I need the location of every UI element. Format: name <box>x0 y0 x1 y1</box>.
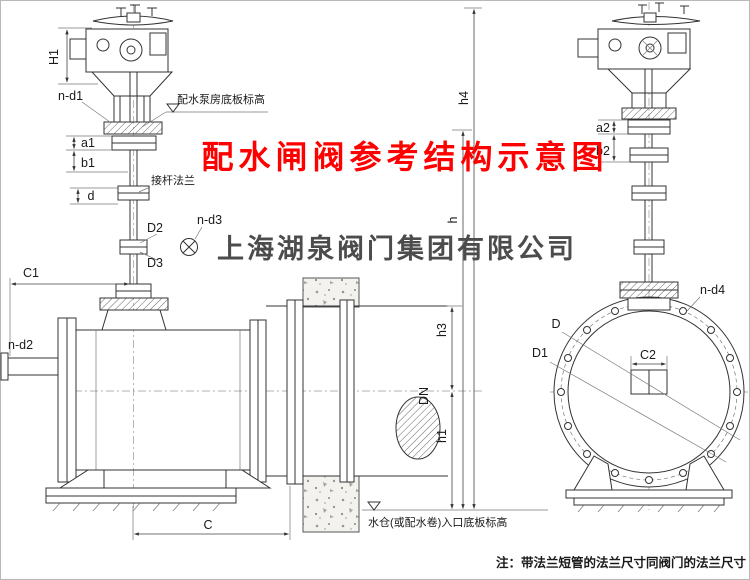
dim-h1-label: h1 <box>435 429 449 443</box>
right-stem-assembly <box>619 119 679 299</box>
dim-a1-label: a1 <box>81 136 95 150</box>
dim-h4-label: h4 <box>457 91 471 105</box>
inlet-flange <box>57 317 68 483</box>
pump-floor-marker <box>141 103 268 128</box>
leader-nd4 <box>686 296 701 312</box>
leader-rod-flange <box>138 186 151 193</box>
pump-floor-label: 配水泵房底板标高 <box>177 92 265 106</box>
page-title: 配水闸阀参考结构示意图 <box>201 139 608 175</box>
dim-nd4-label: n-d4 <box>700 283 725 297</box>
bonnet-boss <box>627 297 671 311</box>
floor-plate <box>621 107 677 120</box>
dim-d-label: d <box>88 189 95 203</box>
bolt-holes <box>557 300 741 484</box>
dim-a2-label: a2 <box>596 121 610 135</box>
dim-nd2-label: n-d2 <box>8 338 33 352</box>
right-actuator <box>577 2 701 120</box>
dim-D-label: D <box>551 317 560 331</box>
body-shell <box>76 329 250 471</box>
company-watermark: 上海湖泉阀门集团有限公司 <box>217 233 577 264</box>
leader-nd1 <box>81 101 111 123</box>
stem <box>129 150 138 286</box>
yoke <box>90 71 174 97</box>
dimension-lines <box>9 7 701 540</box>
dim-C2-label: C2 <box>640 348 656 362</box>
left-base-support <box>45 469 272 512</box>
stub-pipe <box>8 357 58 376</box>
leader-D3 <box>139 251 158 261</box>
dim-h3-label: h3 <box>435 323 449 337</box>
ground-hatch <box>52 502 221 512</box>
leader-D <box>561 331 741 441</box>
dim-D2-label: D2 <box>147 221 163 235</box>
top-bolts <box>638 2 689 14</box>
wall-section <box>302 277 360 533</box>
gate-disc-section <box>395 396 441 460</box>
wall-face-flange <box>286 299 296 485</box>
left-actuator <box>69 4 174 135</box>
top-bolts <box>116 4 157 16</box>
dim-D1-label: D1 <box>532 346 548 360</box>
bonnet-plate <box>99 297 169 311</box>
base-plate <box>45 487 237 497</box>
dim-H1-label: H1 <box>47 49 61 65</box>
yoke <box>606 68 692 94</box>
dim-nd3-label: n-d3 <box>197 213 222 227</box>
left-stem-assembly <box>111 135 198 299</box>
floor-plate <box>103 121 163 135</box>
stem-flange <box>111 135 157 144</box>
stem-flange-label: 接杆法兰 <box>151 173 195 187</box>
left-valve-body <box>0 297 267 483</box>
inlet-floor-label: 水仓(或配水卷)入口底板标高 <box>368 515 507 529</box>
leader-D1 <box>549 361 727 463</box>
pipe-section <box>266 299 448 485</box>
bonnet-neck <box>101 309 167 331</box>
annotations: 配水泵房底板标高 接杆法兰 水仓(或配水卷)入口底板标高 <box>151 92 507 529</box>
right-base-support <box>565 455 733 513</box>
dim-h-label: h <box>446 216 460 223</box>
dim-b1-label: b1 <box>81 156 95 170</box>
dim-C1-label: C1 <box>23 266 39 280</box>
dim-nd1-label: n-d1 <box>58 89 83 103</box>
dim-DN-label: DN <box>417 387 431 405</box>
outlet-flange <box>249 319 259 483</box>
embedded-flange <box>339 299 348 483</box>
inner-circle <box>567 310 731 474</box>
dimension-labels: H1 n-d1 a1 b1 d C1 n-d2 D2 n-d3 D3 C DN … <box>8 49 725 532</box>
footnote: 注：带法兰短管的法兰尺寸同阀门的法兰尺寸 <box>496 555 747 570</box>
dim-b2-label: b2 <box>596 144 610 158</box>
nd3-symbol <box>180 238 198 256</box>
inlet-floor-marker <box>362 501 548 511</box>
dim-C-label: C <box>203 518 212 532</box>
right-flange-view <box>549 296 745 488</box>
base-plate <box>565 489 733 499</box>
leader-nd3 <box>194 226 203 240</box>
dim-D3-label: D3 <box>147 256 163 270</box>
ground-hatch <box>577 504 721 513</box>
leader-D2 <box>139 233 158 244</box>
wall-lower-block <box>302 475 360 533</box>
